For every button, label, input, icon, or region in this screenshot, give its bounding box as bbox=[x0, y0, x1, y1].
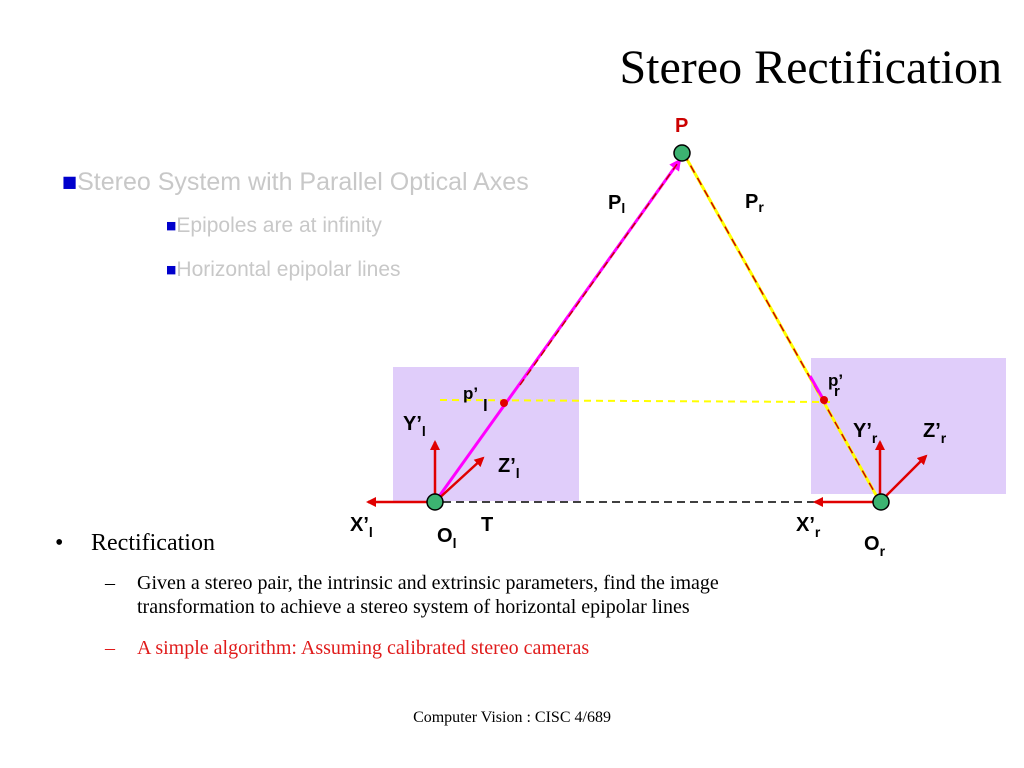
bullet-square-icon: ■ bbox=[62, 172, 78, 191]
label-p: P bbox=[675, 115, 688, 137]
ray-pr-dashed bbox=[683, 153, 881, 503]
label-t: T bbox=[481, 514, 493, 536]
slide-title: Stereo Rectification bbox=[619, 41, 1002, 94]
rectification-item-2: –A simple algorithm: Assuming calibrated… bbox=[105, 636, 905, 660]
label-pr: Pr bbox=[745, 191, 764, 215]
rectification-bullet: • Rectification bbox=[55, 530, 215, 557]
sub-bullet-horizontal: ■Horizontal epipolar lines bbox=[166, 258, 401, 282]
slide-footer: Computer Vision : CISC 4/689 bbox=[413, 709, 611, 726]
rectification-heading: Rectification bbox=[91, 530, 215, 556]
label-zr: Z’r bbox=[923, 420, 947, 446]
label-zl: Z’l bbox=[498, 455, 520, 481]
camera-center-ol bbox=[426, 493, 444, 511]
label-pr-image: p’r bbox=[828, 371, 843, 400]
sub-bullet-epipoles: ■Epipoles are at infinity bbox=[166, 214, 382, 238]
rectification-item-1: –Given a stereo pair, the intrinsic and … bbox=[105, 571, 905, 595]
bullet-parallel-axes: ■Stereo System with Parallel Optical Axe… bbox=[62, 168, 529, 197]
point-pr bbox=[820, 396, 828, 404]
rectification-item-1-cont: transformation to achieve a stereo syste… bbox=[137, 596, 690, 618]
bullet-square-icon: ■ bbox=[166, 219, 177, 232]
label-xr: X’r bbox=[796, 514, 821, 540]
dash-icon: – bbox=[105, 637, 115, 659]
label-yr: Y’r bbox=[853, 420, 878, 446]
point-pl bbox=[500, 399, 508, 407]
ray-pl-dashed bbox=[519, 159, 681, 386]
label-yl: Y’l bbox=[403, 413, 426, 439]
label-or: Or bbox=[864, 533, 886, 559]
left-image-plane bbox=[393, 367, 579, 501]
label-ol: Ol bbox=[437, 525, 456, 551]
axis-zl bbox=[434, 456, 485, 503]
bullet-text: Stereo System with Parallel Optical Axes bbox=[77, 168, 529, 196]
scene-point-p bbox=[673, 144, 691, 162]
label-pl: Pl bbox=[608, 192, 625, 216]
dash-icon: – bbox=[105, 572, 115, 594]
sub-bullet-text: Epipoles are at infinity bbox=[176, 214, 382, 237]
sub-bullet-text: Horizontal epipolar lines bbox=[176, 258, 401, 281]
bullet-square-icon: ■ bbox=[166, 263, 177, 276]
label-xl: X’l bbox=[350, 514, 373, 540]
axis-zr bbox=[879, 454, 928, 503]
item-text: Given a stereo pair, the intrinsic and e… bbox=[137, 572, 719, 594]
label-pl-image: p’l bbox=[463, 384, 488, 415]
camera-center-or bbox=[872, 493, 890, 511]
item-text: A simple algorithm: Assuming calibrated … bbox=[137, 637, 590, 659]
right-image-plane bbox=[811, 358, 1006, 494]
bullet-dot-icon: • bbox=[55, 530, 64, 556]
